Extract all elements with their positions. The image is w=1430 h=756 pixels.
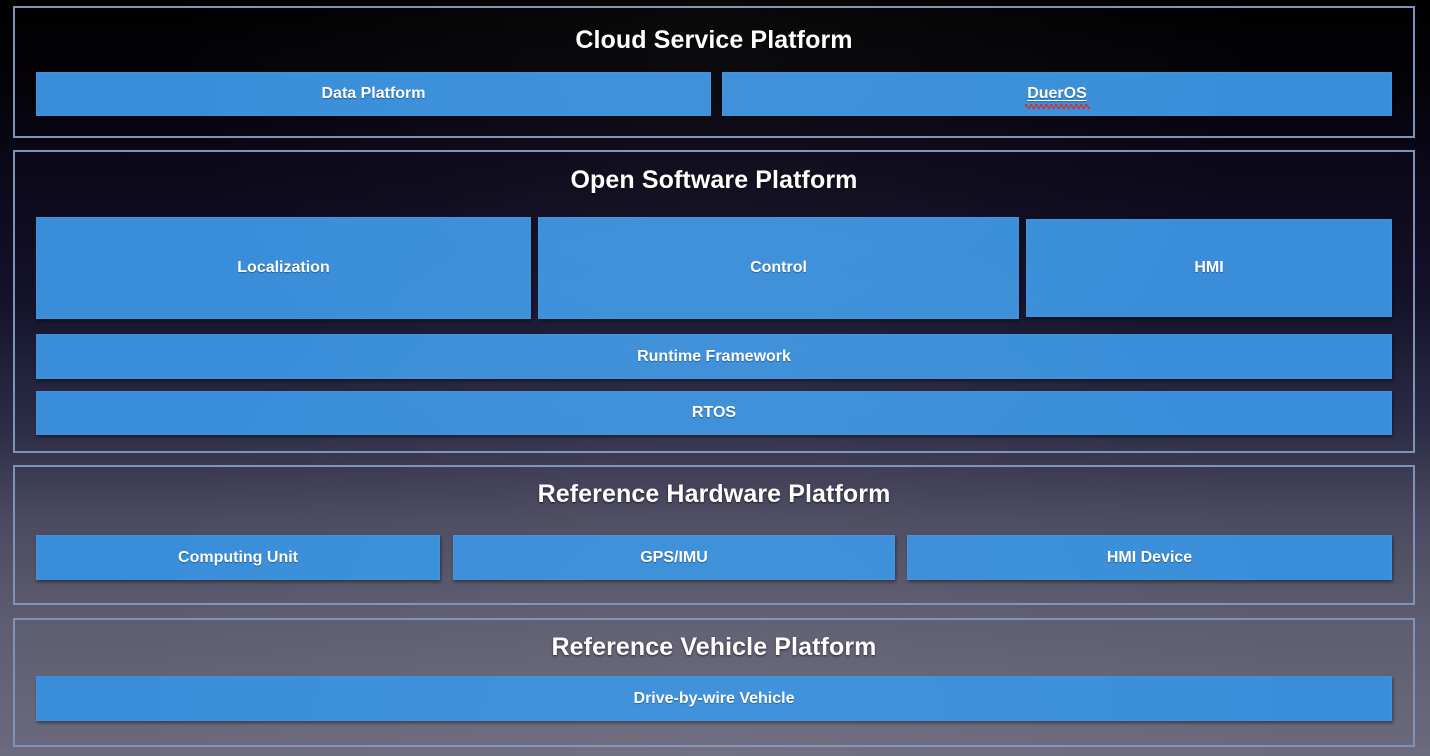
box-data-platform[interactable]: Data Platform [36, 72, 711, 116]
box-computing-unit[interactable]: Computing Unit [36, 535, 440, 580]
box-label-control: Control [750, 259, 807, 276]
section-title-open-software-platform: Open Software Platform [570, 166, 858, 194]
section-title-cloud-service-platform: Cloud Service Platform [575, 26, 853, 54]
box-label-localization: Localization [237, 259, 330, 276]
box-label-rtos: RTOS [691, 404, 737, 421]
box-label-drive-by-wire-vehicle: Drive-by-wire Vehicle [633, 689, 795, 707]
section-cloud-service-platform: Cloud Service Platform Data Platform Due… [13, 6, 1415, 138]
box-label-hmi-device: HMI Device [1106, 548, 1193, 566]
box-label-data-platform: Data Platform [321, 85, 426, 102]
section-reference-vehicle-platform: Reference Vehicle Platform Drive-by-wire… [13, 618, 1415, 747]
box-dueros[interactable]: DuerOS [722, 72, 1392, 116]
box-hmi[interactable]: HMI [1026, 219, 1392, 317]
section-open-software-platform: Open Software Platform Localization Cont… [13, 150, 1415, 453]
section-title-reference-hardware-platform: Reference Hardware Platform [537, 480, 891, 508]
box-control[interactable]: Control [538, 217, 1019, 319]
box-gps-imu[interactable]: GPS/IMU [453, 535, 895, 580]
box-localization[interactable]: Localization [36, 217, 531, 319]
section-title-reference-vehicle-platform: Reference Vehicle Platform [551, 633, 877, 661]
bottom-strip [0, 747, 1430, 756]
box-label-hmi: HMI [1194, 259, 1224, 276]
box-label-dueros: DuerOS [1025, 85, 1090, 109]
box-label-computing-unit: Computing Unit [178, 548, 298, 566]
box-label-runtime-framework: Runtime Framework [637, 347, 791, 365]
box-rtos[interactable]: RTOS [36, 391, 1392, 435]
box-hmi-device[interactable]: HMI Device [907, 535, 1392, 580]
section-reference-hardware-platform: Reference Hardware Platform Computing Un… [13, 465, 1415, 605]
box-label-gps-imu: GPS/IMU [640, 548, 708, 566]
box-runtime-framework[interactable]: Runtime Framework [36, 334, 1392, 379]
box-drive-by-wire-vehicle[interactable]: Drive-by-wire Vehicle [36, 676, 1392, 721]
